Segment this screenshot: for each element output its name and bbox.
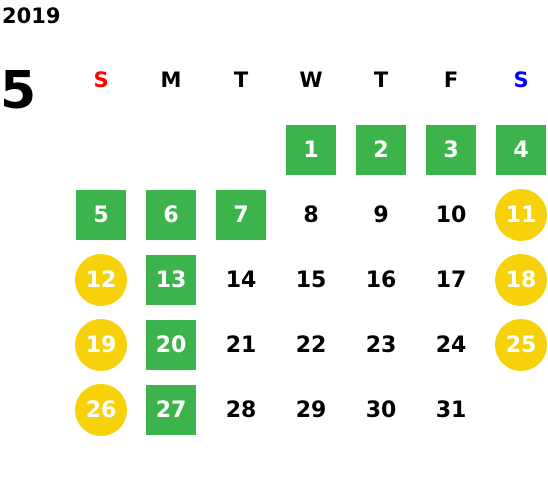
day-cell[interactable]: 26	[75, 384, 127, 436]
day-cell[interactable]: 22	[295, 332, 327, 358]
day-cell[interactable]: 3	[426, 125, 476, 175]
day-cell[interactable]: 31	[435, 397, 467, 423]
weekday-sun: S	[93, 68, 109, 92]
day-cell[interactable]: 6	[146, 190, 196, 240]
day-cell[interactable]: 13	[146, 255, 196, 305]
day-cell[interactable]: 4	[496, 125, 546, 175]
weekday-mon: M	[160, 68, 182, 92]
day-cell[interactable]: 1	[286, 125, 336, 175]
day-cell[interactable]: 14	[225, 267, 257, 293]
weekday-tue: T	[233, 68, 249, 92]
weekday-fri: F	[443, 68, 459, 92]
month-number: 5	[0, 61, 37, 121]
day-cell[interactable]: 7	[216, 190, 266, 240]
day-cell[interactable]: 27	[146, 385, 196, 435]
day-cell[interactable]: 28	[225, 397, 257, 423]
day-cell[interactable]: 15	[295, 267, 327, 293]
day-cell[interactable]: 2	[356, 125, 406, 175]
day-cell[interactable]: 19	[75, 319, 127, 371]
weekday-sat: S	[513, 68, 529, 92]
day-cell[interactable]: 20	[146, 320, 196, 370]
day-cell[interactable]: 11	[495, 189, 547, 241]
day-cell[interactable]: 21	[225, 332, 257, 358]
day-cell[interactable]: 12	[75, 254, 127, 306]
day-cell[interactable]: 16	[365, 267, 397, 293]
day-cell[interactable]: 30	[365, 397, 397, 423]
weekday-wed: W	[299, 68, 323, 92]
weekday-thu: T	[373, 68, 389, 92]
day-cell[interactable]: 23	[365, 332, 397, 358]
day-cell[interactable]: 8	[303, 202, 319, 228]
year-label: 2019	[2, 4, 61, 28]
day-cell[interactable]: 5	[76, 190, 126, 240]
day-cell[interactable]: 9	[373, 202, 389, 228]
day-cell[interactable]: 29	[295, 397, 327, 423]
day-cell[interactable]: 25	[495, 319, 547, 371]
day-cell[interactable]: 17	[435, 267, 467, 293]
day-cell[interactable]: 10	[435, 202, 467, 228]
day-cell[interactable]: 24	[435, 332, 467, 358]
day-cell[interactable]: 18	[495, 254, 547, 306]
